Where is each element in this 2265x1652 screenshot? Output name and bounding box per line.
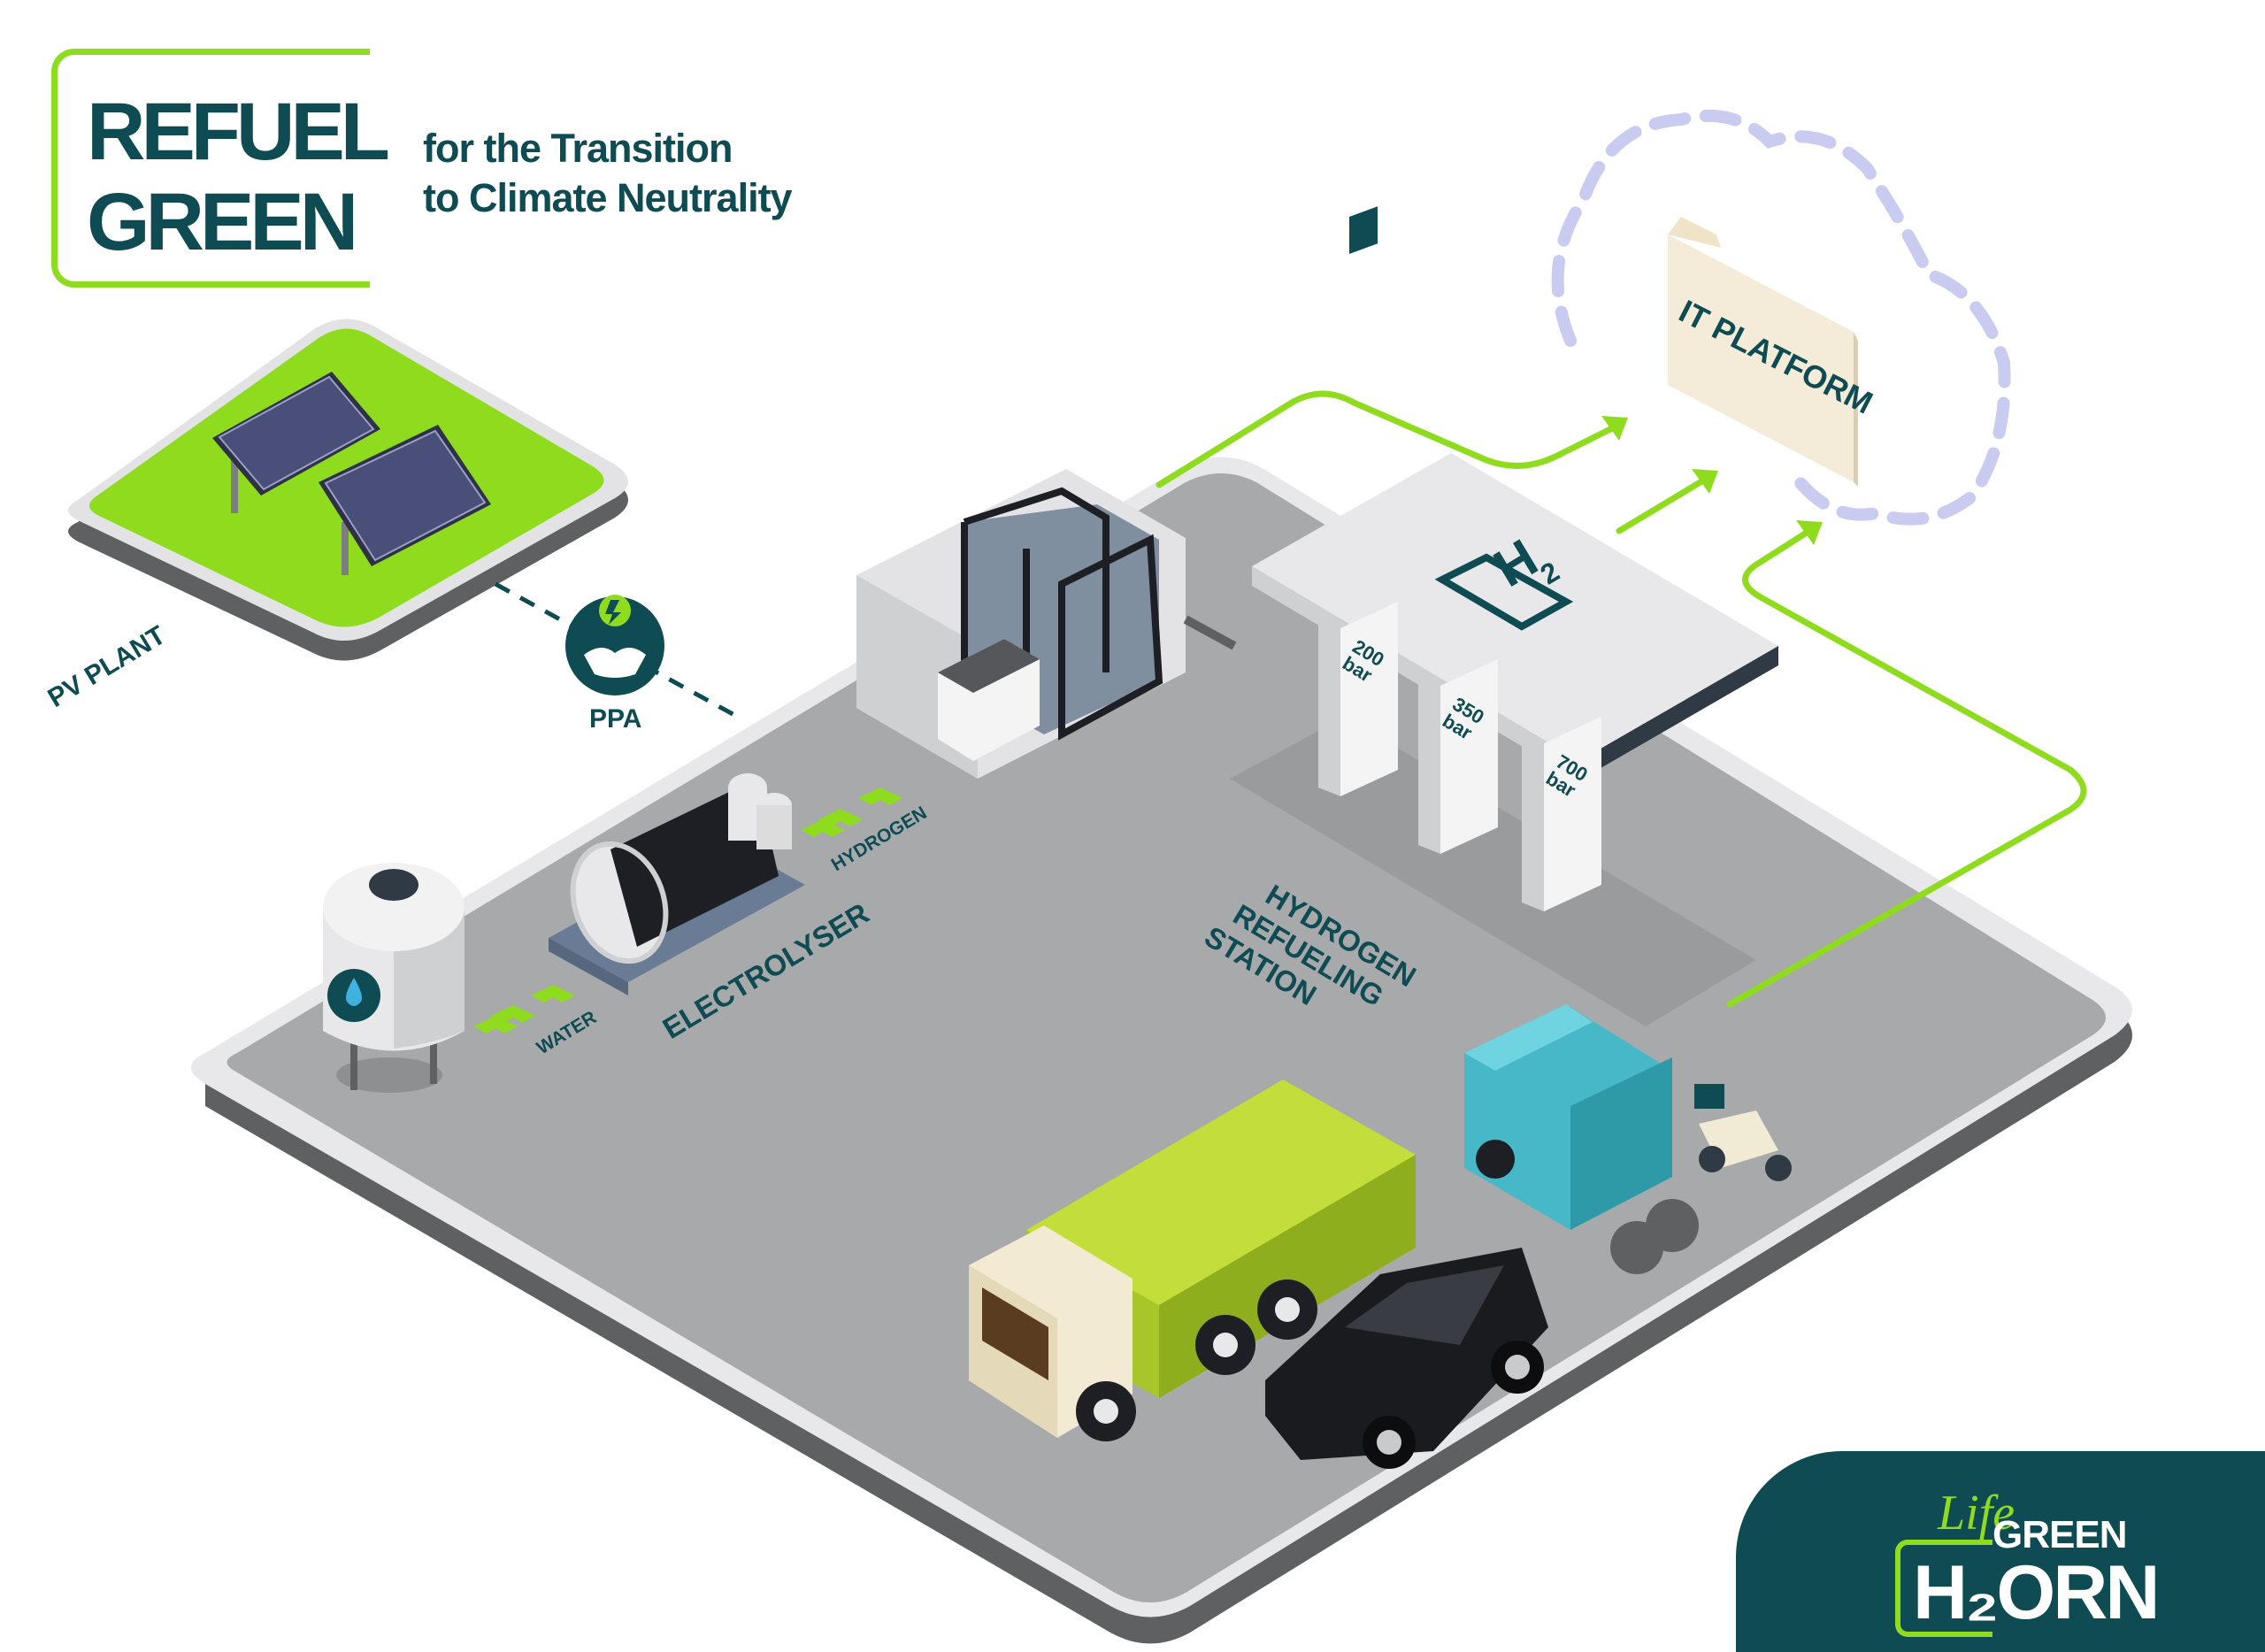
brand-frame [1895,1540,1992,1637]
logo-frame [51,49,370,288]
logo-line2: GREEN [87,177,358,267]
brand-green: GREEN [1992,1513,2127,1556]
tagline-line1: for the Transition [423,126,733,171]
dispenser-2 [1418,659,1498,854]
black-car [1265,1248,1548,1469]
tagline: for the Transition to Climate Neutrality [423,124,793,223]
dispenser-3 [1522,717,1601,911]
brand-h2orn: H₂ORN [1913,1550,2160,1635]
logo-frame-top [334,49,370,55]
ppa-handshake-icon [565,595,664,695]
tagline-line2: to Climate Neutrality [423,175,793,220]
refuel-green-logo: REFUEL GREEN [51,49,390,288]
solar-panel-2 [319,425,491,575]
scooter [1694,1084,1792,1181]
hydrogen-chevrons [801,788,902,837]
dispenser-1 [1318,206,1398,796]
electrolyser [549,773,805,995]
arrow-heads [1601,416,1823,545]
pv-plant-label: PV PLANT [43,620,171,713]
water-chevrons [473,985,575,1033]
ppa-connection-line [494,581,736,718]
ppa-label: PPA [589,704,641,734]
water-tank [323,863,465,1093]
hydrogen-storage [856,469,1237,779]
garbage-truck [969,1080,1416,1441]
main-platform [191,457,2132,1644]
data-flow-arrows [1156,390,2087,1008]
street-sweeper [1464,1004,1699,1274]
logo-frame-bottom [334,281,370,288]
solar-panel-1 [212,372,380,513]
brand-life: Life [1938,1486,2015,1541]
logo-line1: REFUEL [87,87,390,177]
cloud-outline [1551,109,2011,526]
life-green-h2orn-logo: Life GREEN H₂ORN [1736,1451,2265,1652]
pv-plant-island [68,319,628,661]
it-platform-folder [1668,217,1858,487]
